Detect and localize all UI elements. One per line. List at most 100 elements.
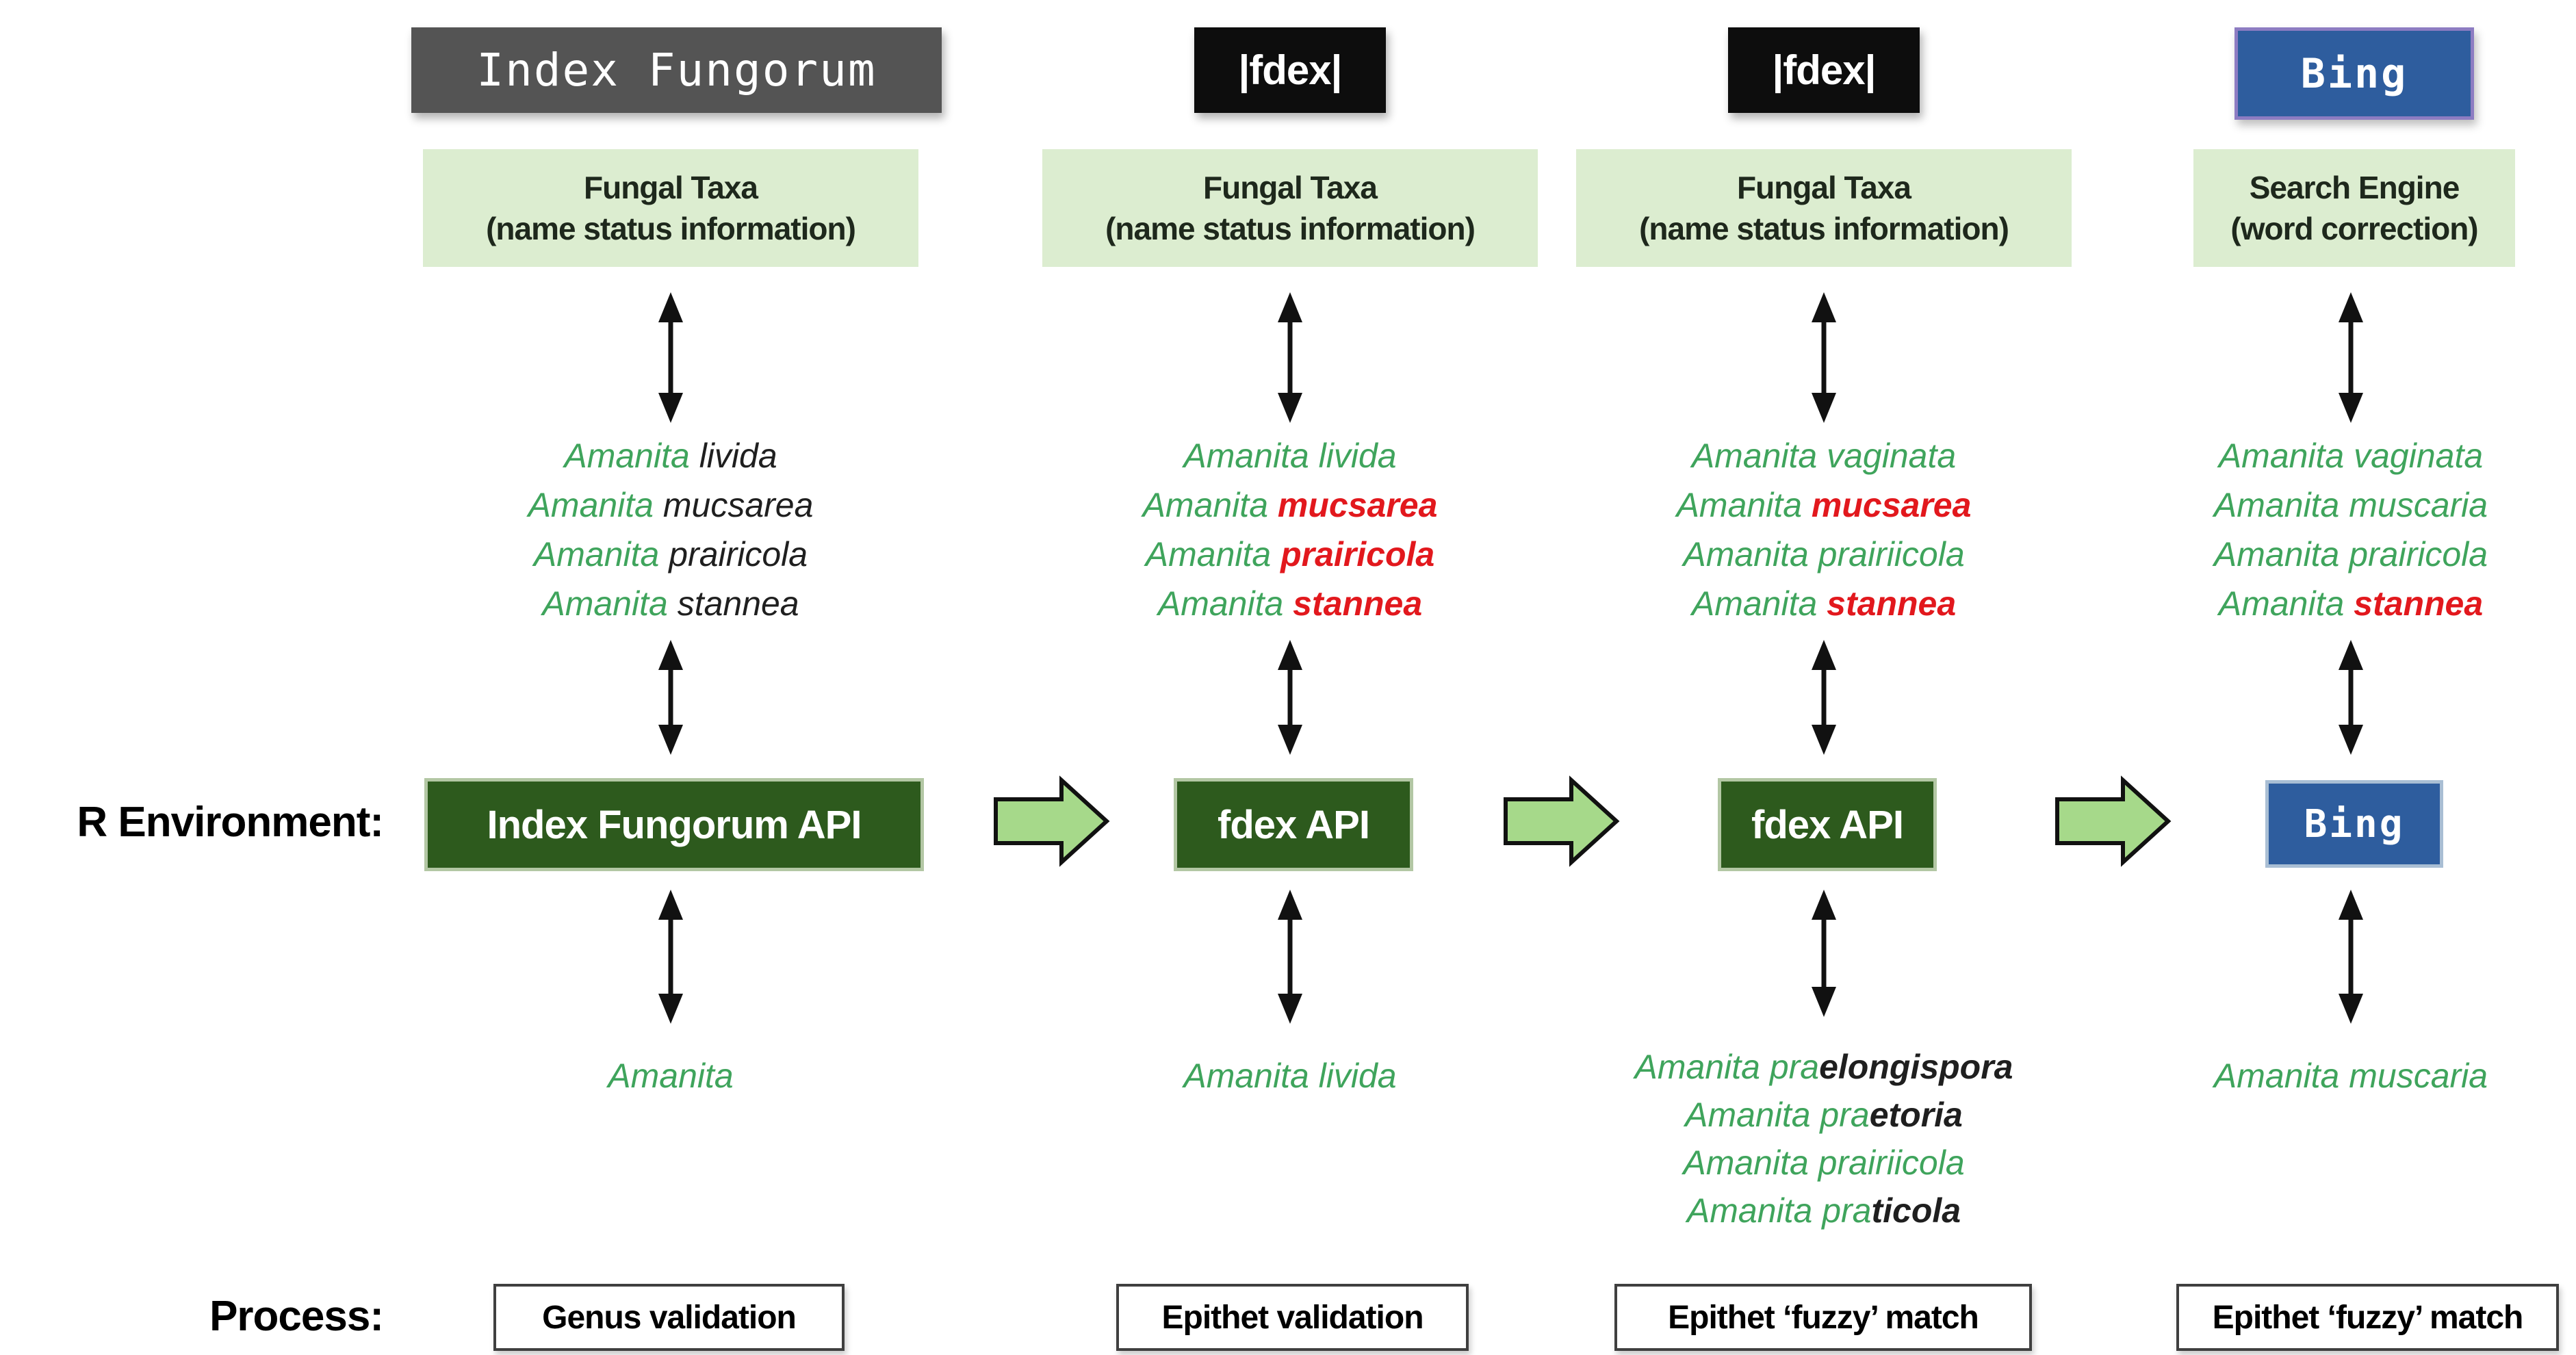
process-label: Epithet validation bbox=[1161, 1299, 1424, 1336]
species-name-segment: Amanita bbox=[1157, 584, 1293, 623]
header-label: Index Fungorum bbox=[476, 44, 877, 96]
species-name-segment: mucsarea bbox=[1277, 486, 1438, 524]
species-name-segment: Amanita bbox=[533, 535, 669, 573]
api-label: fdex API bbox=[1751, 802, 1904, 847]
species-name-segment: Amanita bbox=[1142, 486, 1278, 524]
species-name-segment: mucsarea bbox=[1811, 486, 1972, 524]
double-arrow-icon bbox=[1278, 640, 1302, 755]
source-line1: Fungal Taxa bbox=[1737, 170, 1911, 205]
double-arrow-icon bbox=[658, 890, 683, 1024]
double-arrow-icon bbox=[2339, 640, 2363, 755]
species-name: Amanita muscaria bbox=[2103, 480, 2576, 530]
header-fdex-1: |fdex| bbox=[1194, 27, 1386, 113]
species-name-segment: Amanita prairiicola bbox=[1683, 535, 1965, 573]
species-list: Amanita bbox=[423, 1051, 918, 1100]
source-line2: (word correction) bbox=[2230, 211, 2478, 246]
species-name-segment: Amanita bbox=[608, 1057, 734, 1095]
species-name-segment: Amanita vaginata bbox=[1691, 437, 1957, 475]
double-arrow-icon bbox=[658, 640, 683, 755]
species-name-segment: Amanita muscaria bbox=[2213, 1057, 2488, 1095]
double-arrow-icon bbox=[658, 292, 683, 423]
header-label: |fdex| bbox=[1238, 47, 1343, 93]
species-name-segment: Amanita bbox=[1676, 486, 1812, 524]
header-bing: Bing bbox=[2234, 27, 2474, 120]
species-name-segment: Amanita bbox=[564, 437, 699, 475]
species-name-segment: Amanita prairicola bbox=[2213, 535, 2488, 573]
source-line1: Search Engine bbox=[2249, 170, 2460, 205]
process-box-epithet-validation: Epithet validation bbox=[1116, 1284, 1469, 1351]
process-label: Epithet ‘fuzzy’ match bbox=[1668, 1299, 1979, 1336]
species-name: Amanita stannea bbox=[423, 579, 918, 628]
species-name-segment: mucsarea bbox=[662, 486, 814, 524]
species-name: Amanita mucsarea bbox=[423, 480, 918, 530]
flow-arrow-icon bbox=[1504, 775, 1620, 867]
species-name-segment: Amanita pra bbox=[1686, 1191, 1872, 1230]
process-box-epithet-fuzzy-match-1: Epithet ‘fuzzy’ match bbox=[1614, 1284, 2032, 1351]
species-name-segment: stannea bbox=[1827, 584, 1957, 623]
species-name-segment: Amanita muscaria bbox=[2213, 486, 2488, 524]
process-box-genus-validation: Genus validation bbox=[493, 1284, 845, 1351]
header-fdex-2: |fdex| bbox=[1728, 27, 1920, 113]
process-label: Epithet ‘fuzzy’ match bbox=[2212, 1299, 2524, 1336]
species-name: Amanita vaginata bbox=[1576, 431, 2072, 480]
species-name-segment: Amanita bbox=[542, 584, 678, 623]
row-label-r-environment: R Environment: bbox=[77, 799, 384, 846]
api-box-fdex-2: fdex API bbox=[1718, 778, 1937, 871]
double-arrow-icon bbox=[2339, 292, 2363, 423]
species-name: Amanita prairiicola bbox=[1550, 1139, 2098, 1187]
species-name: Amanita praelongispora bbox=[1550, 1043, 2098, 1091]
api-label: fdex API bbox=[1218, 802, 1370, 847]
species-name: Amanita prairicola bbox=[423, 530, 918, 579]
species-name-segment: prairicola bbox=[1280, 535, 1435, 573]
api-label: Bing bbox=[2304, 801, 2405, 847]
species-name: Amanita vaginata bbox=[2103, 431, 2576, 480]
species-list: Amanita muscaria bbox=[2103, 1051, 2576, 1100]
species-name-segment: Amanita bbox=[1145, 535, 1281, 573]
double-arrow-icon bbox=[1812, 640, 1836, 755]
species-name: Amanita livida bbox=[1042, 1051, 1538, 1100]
process-box-epithet-fuzzy-match-2: Epithet ‘fuzzy’ match bbox=[2176, 1284, 2559, 1351]
species-name: Amanita livida bbox=[1042, 431, 1538, 480]
species-name-segment: Amanita bbox=[2218, 584, 2354, 623]
species-name: Amanita prairiicola bbox=[1576, 530, 2072, 579]
species-name-segment: elongispora bbox=[1819, 1048, 2013, 1086]
species-name-segment: stannea bbox=[1293, 584, 1423, 623]
species-list: Amanita livida bbox=[1042, 1051, 1538, 1100]
double-arrow-icon bbox=[1812, 890, 1836, 1017]
source-box-fungal-taxa-2: Fungal Taxa (name status information) bbox=[1042, 149, 1538, 267]
species-name-segment: Amanita livida bbox=[1183, 1057, 1397, 1095]
species-name-segment: stannea bbox=[677, 584, 799, 623]
species-name: Amanita prairicola bbox=[1042, 530, 1538, 579]
species-name-segment: Amanita prairiicola bbox=[1683, 1144, 1965, 1182]
species-name-segment: Amanita bbox=[1691, 584, 1827, 623]
api-box-bing: Bing bbox=[2265, 780, 2443, 868]
header-index-fungorum: Index Fungorum bbox=[411, 27, 942, 113]
species-name-segment: prairicola bbox=[669, 535, 808, 573]
source-line1: Fungal Taxa bbox=[1203, 170, 1378, 205]
species-name-segment: Amanita bbox=[528, 486, 663, 524]
species-name: Amanita stannea bbox=[1042, 579, 1538, 628]
header-label: Bing bbox=[2300, 49, 2408, 98]
process-label: Genus validation bbox=[542, 1299, 797, 1336]
source-box-fungal-taxa-3: Fungal Taxa (name status information) bbox=[1576, 149, 2072, 267]
species-name: Amanita stannea bbox=[2103, 579, 2576, 628]
source-line2: (name status information) bbox=[1105, 211, 1476, 246]
species-name: Amanita bbox=[423, 1051, 918, 1100]
double-arrow-icon bbox=[2339, 890, 2363, 1024]
species-name-segment: ticola bbox=[1871, 1191, 1961, 1230]
flow-arrow-icon bbox=[2055, 775, 2172, 867]
species-name: Amanita prairicola bbox=[2103, 530, 2576, 579]
species-name: Amanita praetoria bbox=[1550, 1091, 2098, 1139]
api-box-fdex-1: fdex API bbox=[1174, 778, 1413, 871]
source-box-fungal-taxa-1: Fungal Taxa (name status information) bbox=[423, 149, 918, 267]
source-line1: Fungal Taxa bbox=[584, 170, 758, 205]
row-label-process: Process: bbox=[209, 1293, 384, 1340]
source-line2: (name status information) bbox=[1639, 211, 2009, 246]
source-box-search-engine: Search Engine (word correction) bbox=[2193, 149, 2515, 267]
species-name-segment: etoria bbox=[1869, 1096, 1963, 1134]
